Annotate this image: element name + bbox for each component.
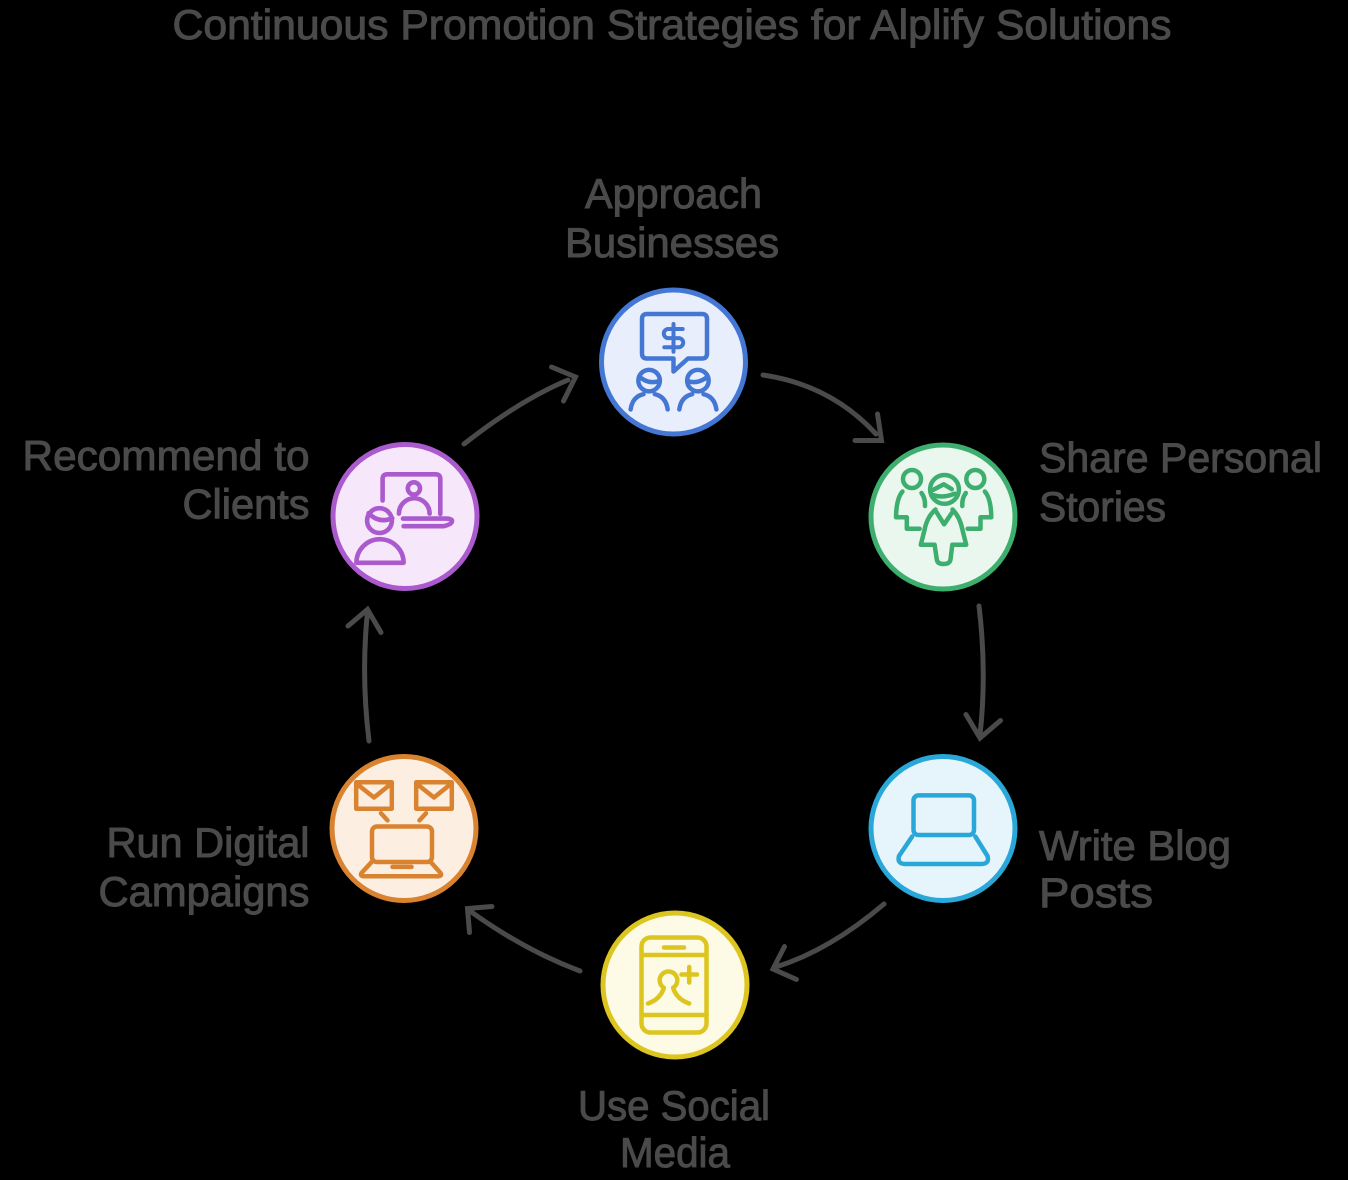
svg-text:Clients: Clients xyxy=(183,481,310,528)
svg-text:Recommend to: Recommend to xyxy=(23,432,310,479)
svg-text:Write Blog: Write Blog xyxy=(1039,822,1231,869)
svg-text:Share Personal: Share Personal xyxy=(1039,434,1322,481)
svg-text:Stories: Stories xyxy=(1039,483,1166,530)
svg-text:Use Social: Use Social xyxy=(578,1082,770,1129)
svg-text:Media: Media xyxy=(620,1129,731,1176)
svg-text:Approach: Approach xyxy=(585,170,762,217)
svg-text:Run Digital: Run Digital xyxy=(107,819,310,866)
svg-text:Businesses: Businesses xyxy=(565,219,779,266)
svg-text:Campaigns: Campaigns xyxy=(99,868,310,915)
svg-text:Posts: Posts xyxy=(1039,869,1153,916)
svg-text:Continuous Promotion Strategie: Continuous Promotion Strategies for Alpl… xyxy=(173,1,1172,48)
